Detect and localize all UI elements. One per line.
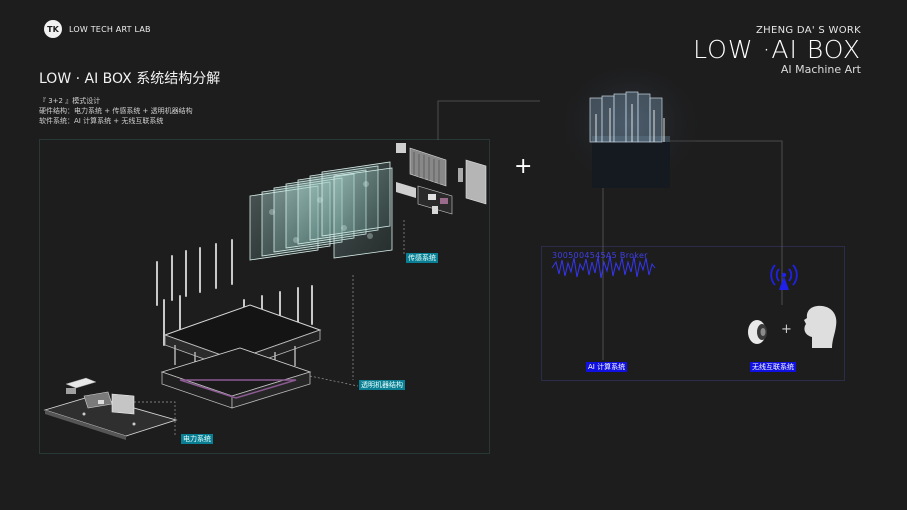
wireless-broadcast-icon <box>770 264 798 290</box>
leader-lines <box>122 220 405 436</box>
ai-box-photo <box>562 68 698 192</box>
brand-title: LOW ·AI BOX <box>693 35 861 64</box>
exploded-view-frame <box>39 139 490 454</box>
tag-ai-computing-system: AI 计算系统 <box>586 362 628 372</box>
lab-logo-mark: TK <box>44 20 62 38</box>
head-profile-icon <box>804 305 837 348</box>
glass-holes <box>269 181 373 243</box>
power-components <box>43 377 178 440</box>
ai-system-frame <box>541 246 845 381</box>
lab-name: LOW TECH ART LAB <box>69 24 151 34</box>
sensor-components <box>396 143 487 215</box>
tag-power-system: 电力系统 <box>181 434 213 444</box>
waveform-caption: 3005004545A5 Broker <box>552 251 648 260</box>
brand-block: ZHENG DA' S WORK LOW ·AI BOX AI Machine … <box>693 25 861 76</box>
tag-sensor-system: 传感系统 <box>406 253 438 263</box>
connector-lines <box>437 100 783 360</box>
page-title: LOW · AI BOX 系统结构分解 <box>39 71 221 87</box>
brand-work: ZHENG DA' S WORK <box>756 25 861 36</box>
description: 『 3+2 』模式设计 硬件结构：电力系统 + 传感系统 + 透明机器结构 软件… <box>39 96 193 126</box>
description-line: 硬件结构：电力系统 + 传感系统 + 透明机器结构 <box>39 107 193 115</box>
waveform <box>551 255 656 279</box>
plus-sign-small: + <box>781 322 792 337</box>
description-line: 软件系统：AI 计算系统 + 无线互联系统 <box>39 117 164 125</box>
glass-panels <box>249 161 393 261</box>
tag-wireless-system: 无线互联系统 <box>750 362 796 372</box>
base-tray <box>160 347 312 409</box>
description-line: 『 3+2 』模式设计 <box>39 97 101 105</box>
lab-logo: TK LOW TECH ART LAB <box>44 20 151 38</box>
earbud-icon <box>748 320 767 344</box>
brand-subtitle: AI Machine Art <box>780 62 861 76</box>
tag-transparent-structure: 透明机器结构 <box>359 380 405 390</box>
plus-sign: + <box>514 154 533 179</box>
